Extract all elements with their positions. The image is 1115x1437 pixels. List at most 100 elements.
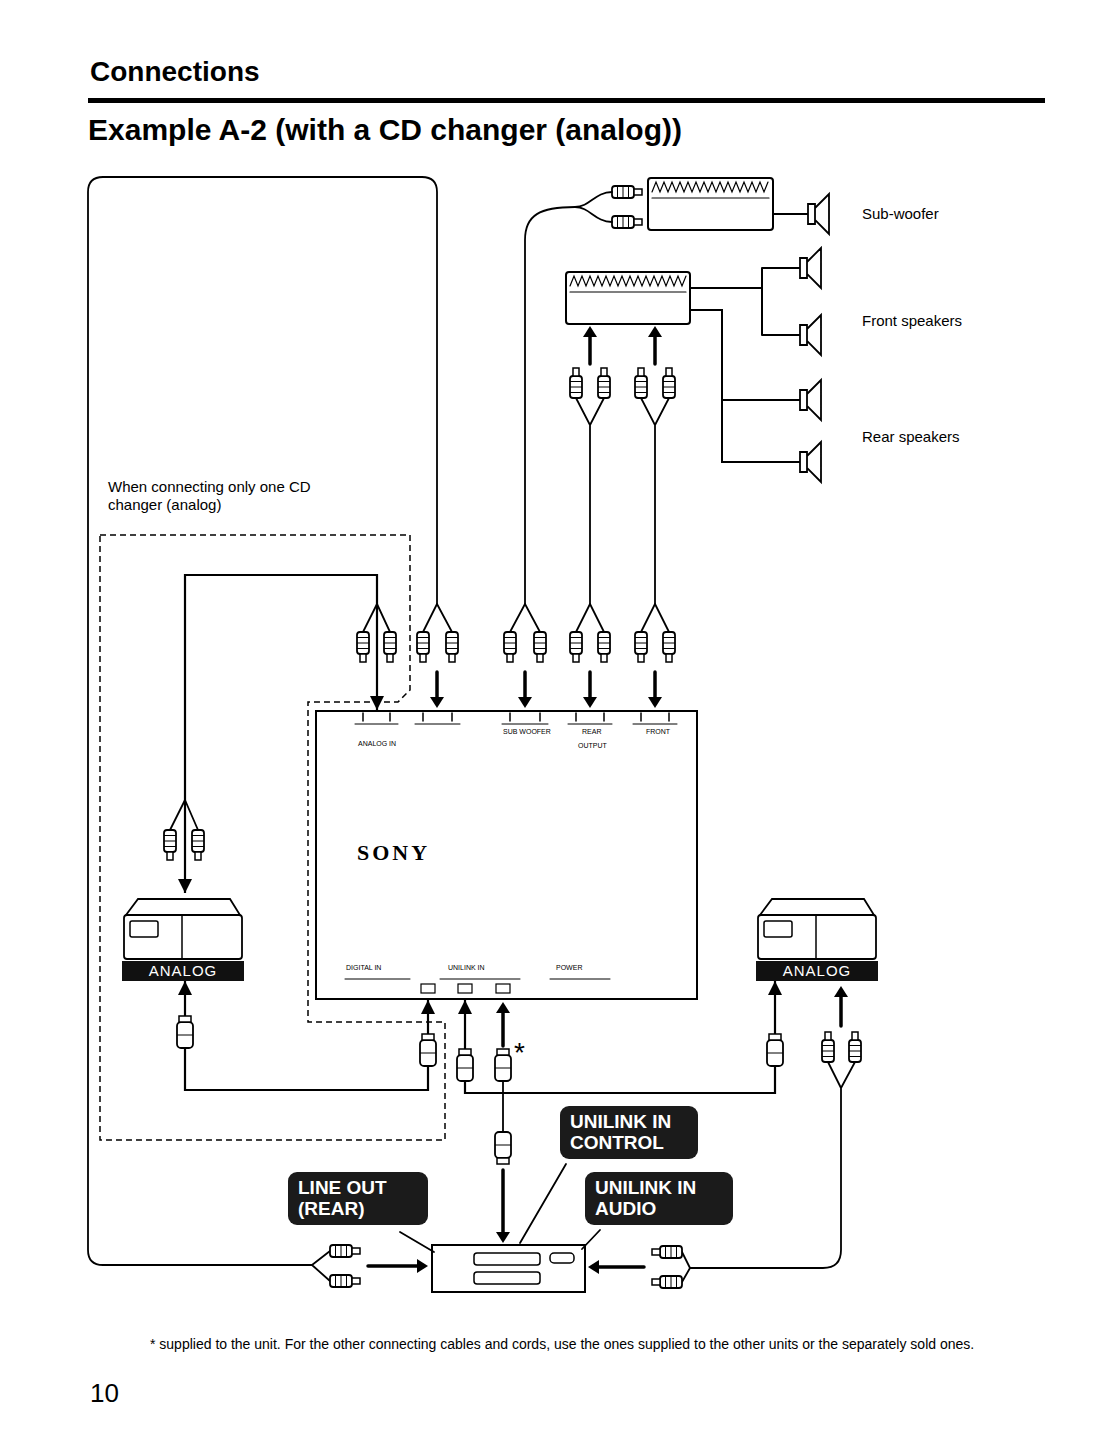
plug-body <box>635 632 647 654</box>
plug-rib <box>598 381 610 382</box>
plug-tip <box>769 1034 781 1040</box>
plug-body <box>612 186 634 198</box>
plug-rib <box>164 835 176 836</box>
plug-rib <box>164 846 176 847</box>
cd-changer: ANALOG <box>118 893 248 981</box>
rca-plug <box>357 632 369 662</box>
changer-drawing <box>752 893 882 961</box>
rca-plug <box>635 632 647 662</box>
rca-plug <box>822 1032 834 1062</box>
note: When connecting only one CD changer (ana… <box>108 478 348 514</box>
plug-body <box>663 632 675 654</box>
plug-arrow <box>599 1265 644 1269</box>
plug-rib <box>635 381 647 382</box>
plug-rib <box>420 1053 436 1054</box>
audio-cable <box>576 398 669 604</box>
jack-mark <box>362 713 364 721</box>
audio-cable <box>690 1062 855 1268</box>
plug-body <box>598 376 610 398</box>
plug-rib <box>417 637 429 638</box>
speaker-wire <box>690 310 800 462</box>
plug-body <box>660 1276 682 1288</box>
speaker <box>800 442 821 482</box>
audio-cable <box>423 604 452 632</box>
audio-cable <box>576 604 604 632</box>
plug-tip <box>387 654 393 662</box>
plug-rib <box>570 643 582 644</box>
plug-body <box>417 632 429 654</box>
plug-rib <box>357 637 369 638</box>
header-rule <box>88 98 1045 103</box>
changer-slot <box>130 921 158 937</box>
plug-arrow <box>588 337 592 364</box>
rca-plug <box>612 216 642 228</box>
plug-rib <box>598 392 610 393</box>
audio-cable <box>88 177 437 1265</box>
plug-rib <box>357 648 369 649</box>
callout-band: UNILINK IN AUDIO <box>585 1172 733 1225</box>
head-unit <box>432 1245 585 1292</box>
plug-rib <box>822 1056 834 1057</box>
arrow-head <box>496 1232 510 1243</box>
jack-mark <box>422 713 424 721</box>
port-name: REAR <box>582 728 601 736</box>
plug-body <box>635 376 647 398</box>
plug-body <box>612 216 634 228</box>
plug-rib <box>504 643 516 644</box>
callout-text: UNILINK IN AUDIO <box>595 1177 723 1220</box>
plug-rib <box>665 1246 666 1258</box>
plug-body <box>534 632 546 654</box>
plug-body <box>164 830 176 852</box>
plug-rib <box>617 216 618 228</box>
plug-tip <box>634 189 642 195</box>
heat-sink <box>652 182 768 192</box>
plug-rib <box>341 1245 342 1257</box>
rca-plug <box>330 1275 360 1287</box>
plug-rib <box>849 1056 861 1057</box>
callout-band: UNILINK IN CONTROL <box>560 1106 698 1159</box>
amp-edge <box>652 197 769 198</box>
plug-rib <box>822 1045 834 1046</box>
unilink-cable <box>465 981 775 1093</box>
changer-slot <box>764 921 792 937</box>
plug-tip <box>537 654 543 662</box>
din-plug <box>177 1016 193 1048</box>
plug-rib <box>504 637 516 638</box>
plug-rib <box>192 835 204 836</box>
amplifier <box>566 272 690 324</box>
plug-body <box>446 632 458 654</box>
callout-text: LINE OUT (REAR) <box>298 1177 418 1220</box>
jack-mark <box>539 713 541 721</box>
leader-line <box>520 1164 566 1243</box>
plug-rib <box>570 637 582 638</box>
arrow-head <box>648 326 662 337</box>
plug-rib <box>335 1245 336 1257</box>
plug-rib <box>570 648 582 649</box>
plug-rib <box>598 637 610 638</box>
plug-body <box>384 632 396 654</box>
jack-mark <box>451 713 453 721</box>
plug-body <box>457 1055 473 1081</box>
plug-rib <box>598 648 610 649</box>
plug-rib <box>671 1276 672 1288</box>
plug-body <box>822 1040 834 1062</box>
plug-tip <box>352 1248 360 1254</box>
rca-plug <box>598 368 610 398</box>
plug-rib <box>598 387 610 388</box>
plug-rib <box>384 637 396 638</box>
plug-body <box>495 1132 511 1158</box>
rca-plug <box>635 368 647 398</box>
plug-rib <box>534 637 546 638</box>
plug-rib <box>417 643 429 644</box>
plug-arrow <box>588 672 592 697</box>
arrow-head <box>583 697 597 708</box>
plug-tip <box>652 1249 660 1255</box>
plug-rib <box>635 392 647 393</box>
rca-plug <box>652 1246 682 1258</box>
arrow-head <box>583 326 597 337</box>
port-name: POWER <box>556 964 582 972</box>
plug-rib <box>417 648 429 649</box>
plug-rib <box>663 643 675 644</box>
option-outline <box>100 535 445 1140</box>
